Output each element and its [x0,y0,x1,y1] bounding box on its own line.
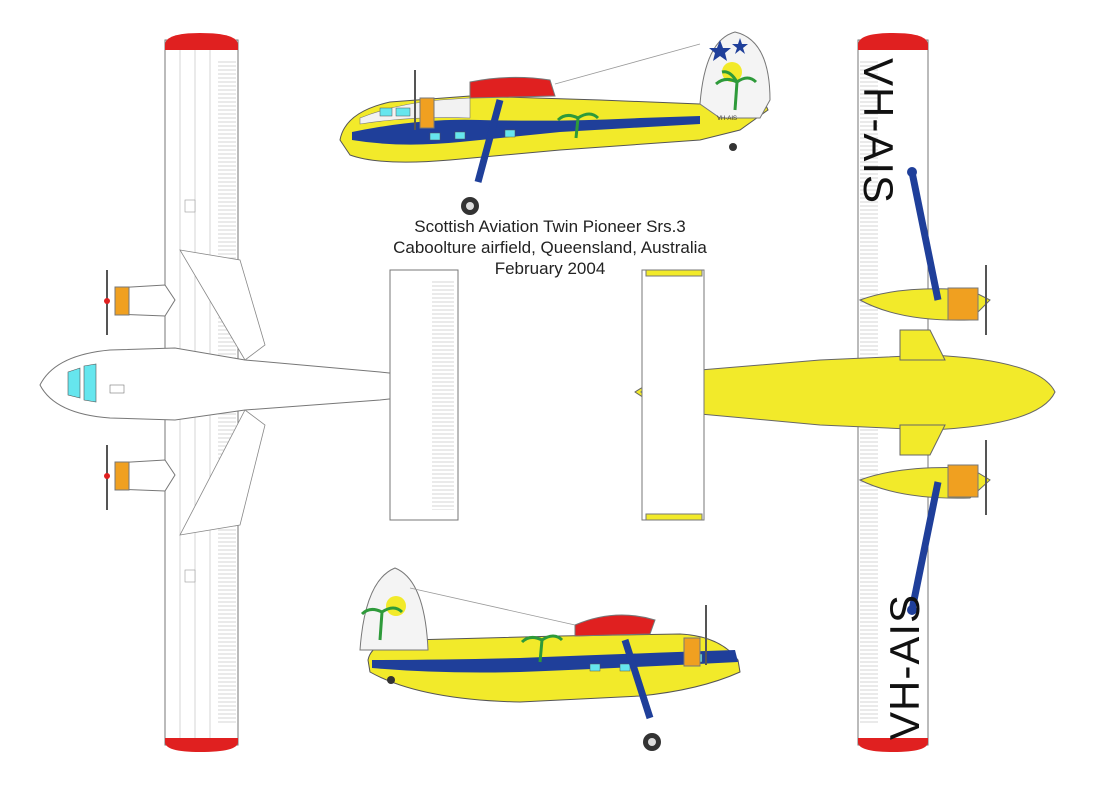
engine-top-lower [104,445,176,510]
sun-icon [722,62,742,82]
engine-top-upper [104,270,176,335]
star-icon [709,40,731,61]
registration-lower: VH-AIS [881,593,928,740]
caption-date: February 2004 [494,259,606,278]
wing-section-upper [469,76,556,99]
caption-aircraft-type: Scottish Aviation Twin Pioneer Srs.3 [414,217,686,236]
palm-tree-icon [715,70,758,111]
fin-registration: VH-AIS [717,116,737,122]
drawing-caption: Scottish Aviation Twin Pioneer Srs.3 Cab… [360,216,740,279]
top-view [39,33,459,752]
wing-tip-top [165,33,238,50]
side-view-upper: VH-AIS [339,31,771,215]
cockpit-window [67,367,81,399]
caption-location: Caboolture airfield, Queensland, Austral… [393,238,707,257]
registration-upper: VH-AIS [855,58,902,205]
tailplane-underside [641,269,705,521]
bottom-view [634,33,1056,752]
wing-tip-bottom [165,738,238,752]
side-view-lower [359,567,741,751]
